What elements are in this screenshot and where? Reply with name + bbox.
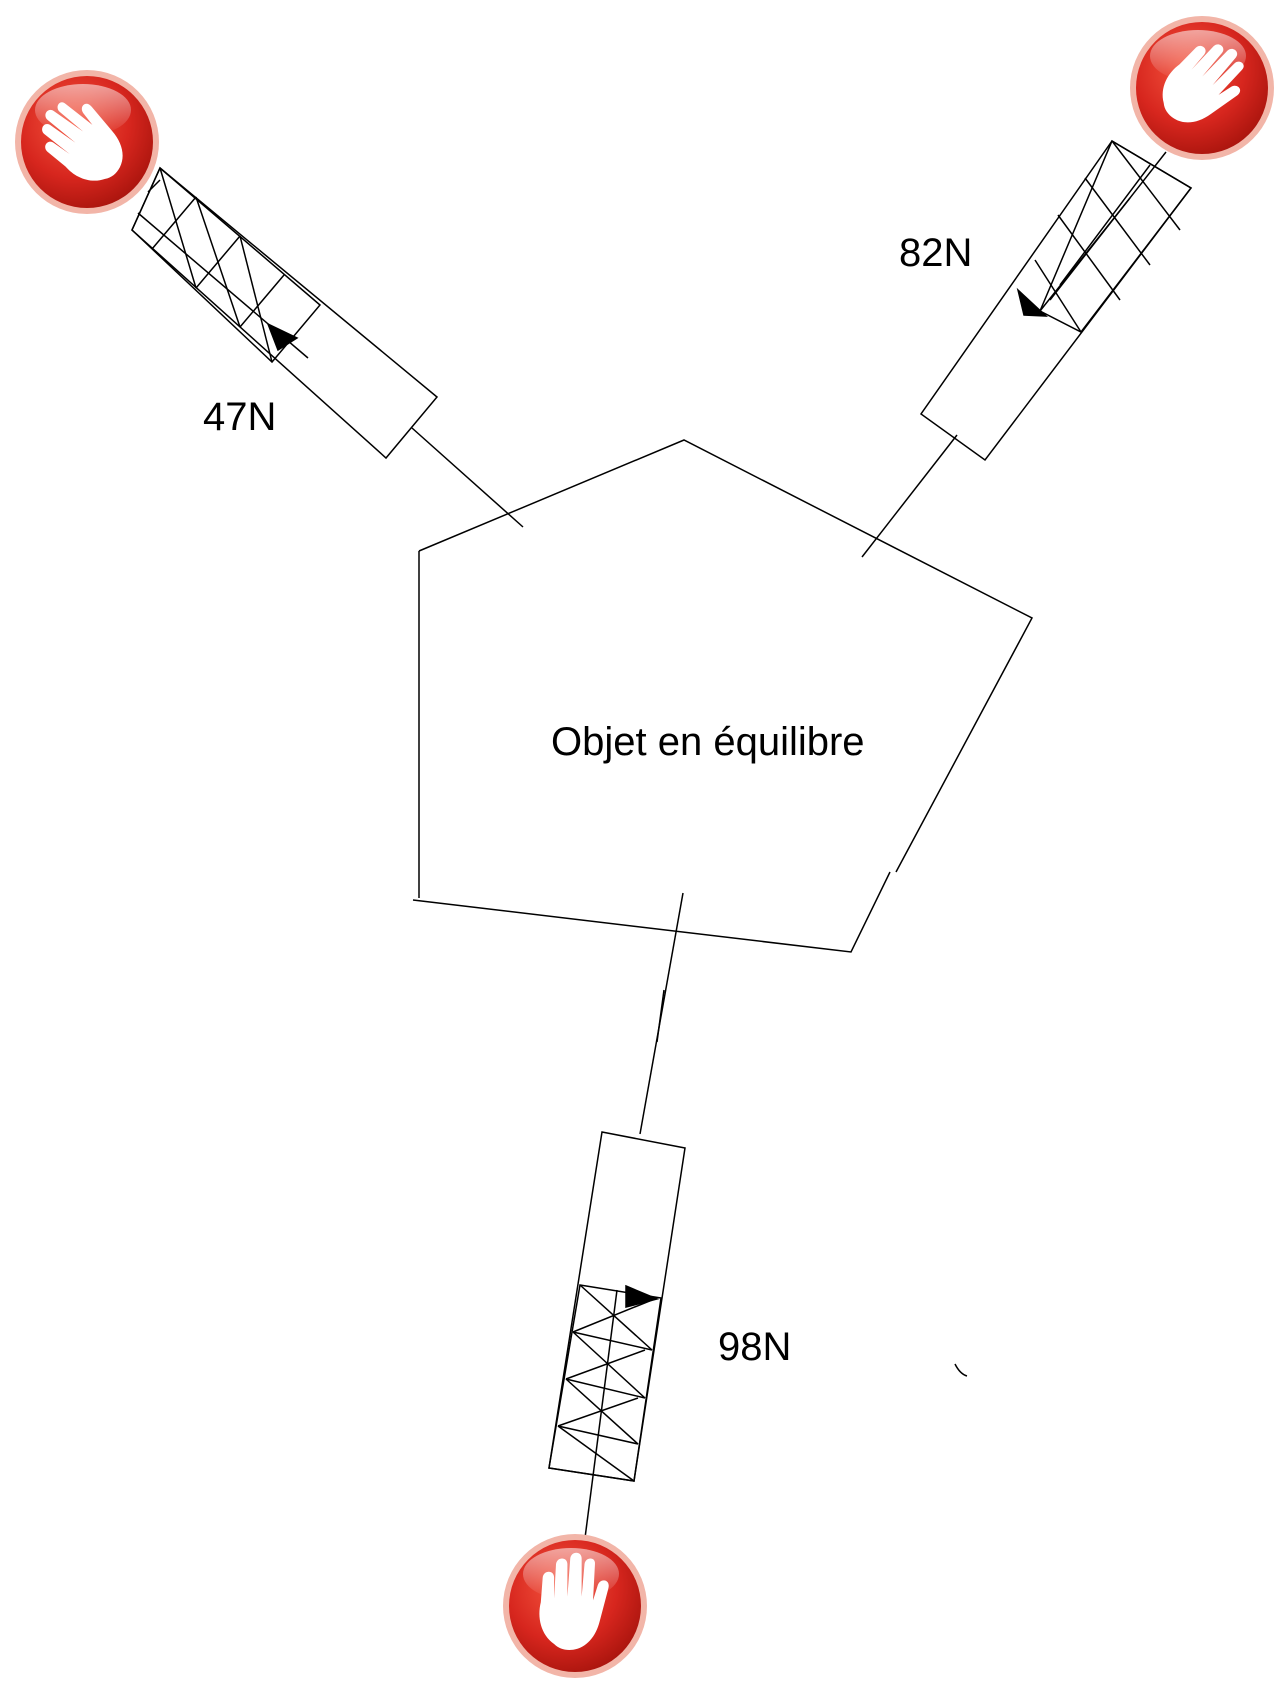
object-label: Objet en équilibre [551, 720, 865, 764]
force-label-left: 47N [203, 395, 277, 439]
hand-badge-right [1130, 16, 1274, 160]
hand-badge-bottom [503, 1534, 647, 1678]
force-label-bottom: 98N [718, 1325, 792, 1369]
pointer-right [1016, 287, 1049, 317]
object-outline [412, 439, 1034, 953]
spring-left [131, 166, 322, 364]
spring-right [1034, 139, 1193, 333]
stray-mark [954, 1363, 968, 1377]
spring-bottom [548, 1284, 662, 1539]
pointer-bottom [625, 1284, 660, 1308]
dynamometer-right [861, 137, 1193, 558]
dynamometer-left [131, 166, 524, 528]
hand-badge-left [15, 70, 159, 214]
dynamometer-bottom [548, 892, 686, 1539]
pointer-left [266, 322, 299, 352]
force-label-right: 82N [899, 231, 973, 275]
